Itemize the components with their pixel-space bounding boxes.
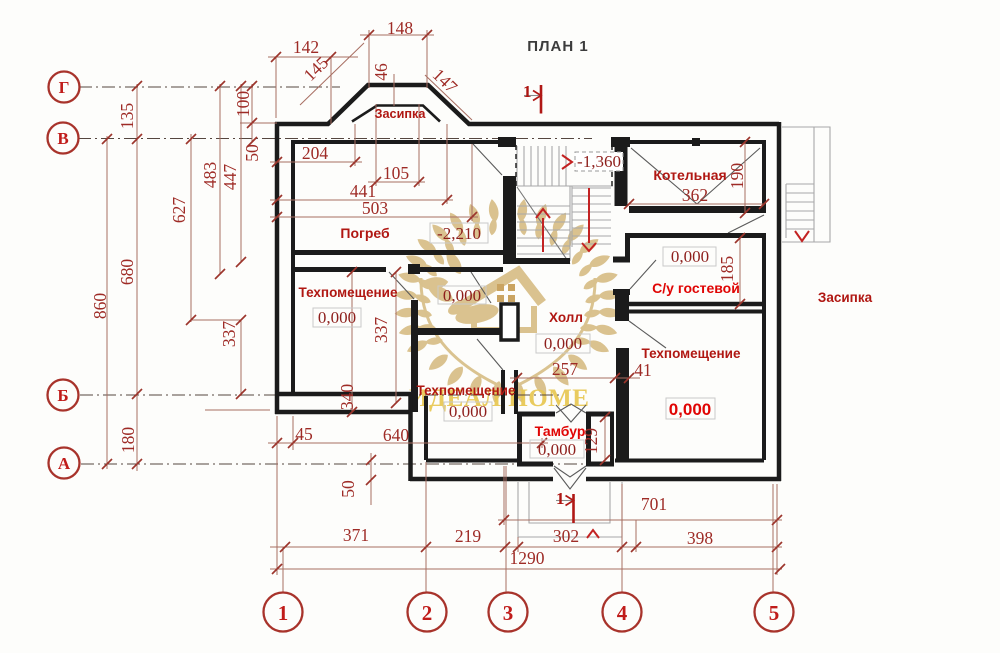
svg-text:Г: Г: [59, 78, 70, 97]
svg-text:0,000: 0,000: [671, 247, 709, 266]
svg-text:185: 185: [717, 256, 737, 283]
svg-text:860: 860: [90, 293, 110, 320]
svg-text:В: В: [57, 129, 68, 148]
svg-text:0,000: 0,000: [318, 308, 356, 327]
svg-text:337: 337: [219, 321, 239, 348]
svg-text:Котельная: Котельная: [653, 167, 726, 183]
svg-text:Техпомещение: Техпомещение: [417, 383, 516, 398]
svg-text:129: 129: [581, 428, 601, 455]
svg-text:701: 701: [641, 494, 667, 514]
svg-text:135: 135: [117, 103, 137, 130]
svg-text:Погреб: Погреб: [340, 225, 390, 241]
svg-text:Тамбур: Тамбур: [535, 423, 586, 439]
svg-text:2: 2: [422, 601, 433, 625]
svg-text:100: 100: [233, 91, 253, 118]
svg-text:Засипка: Засипка: [818, 290, 873, 305]
svg-text:142: 142: [293, 37, 319, 57]
svg-text:А: А: [58, 454, 71, 473]
svg-text:0,000: 0,000: [538, 440, 576, 459]
svg-text:219: 219: [455, 526, 482, 546]
svg-text:ПЛАН 1: ПЛАН 1: [527, 38, 588, 55]
svg-text:1: 1: [556, 489, 565, 508]
svg-text:-2,210: -2,210: [437, 224, 481, 243]
svg-text:0,000: 0,000: [449, 402, 487, 421]
svg-text:50: 50: [338, 480, 358, 498]
svg-text:503: 503: [362, 198, 389, 218]
svg-text:Холл: Холл: [549, 310, 583, 325]
svg-text:Техпомещение: Техпомещение: [299, 285, 398, 300]
svg-text:-1,360: -1,360: [577, 152, 621, 171]
svg-text:Техпомещение: Техпомещение: [642, 346, 741, 361]
svg-text:0,000: 0,000: [669, 400, 712, 419]
svg-text:148: 148: [387, 18, 414, 38]
svg-text:447: 447: [220, 164, 240, 191]
svg-text:46: 46: [371, 63, 391, 81]
svg-text:3: 3: [503, 601, 514, 625]
svg-text:302: 302: [553, 526, 579, 546]
svg-text:0,000: 0,000: [443, 286, 481, 305]
svg-text:680: 680: [117, 259, 137, 286]
svg-text:640: 640: [383, 425, 410, 445]
svg-text:0,000: 0,000: [544, 334, 582, 353]
svg-text:5: 5: [769, 601, 780, 625]
svg-text:190: 190: [727, 163, 747, 190]
svg-text:1: 1: [278, 601, 289, 625]
svg-text:1: 1: [523, 82, 532, 101]
svg-text:627: 627: [169, 197, 189, 224]
svg-text:441: 441: [350, 181, 376, 201]
svg-text:398: 398: [687, 528, 714, 548]
svg-text:4: 4: [617, 601, 628, 625]
svg-text:Б: Б: [57, 386, 68, 405]
svg-text:Засипка: Засипка: [375, 107, 427, 121]
svg-text:483: 483: [200, 162, 220, 189]
svg-text:50: 50: [242, 144, 262, 162]
svg-text:204: 204: [302, 143, 329, 163]
svg-text:362: 362: [682, 185, 708, 205]
svg-text:105: 105: [383, 163, 410, 183]
svg-text:180: 180: [118, 427, 138, 454]
svg-text:1290: 1290: [510, 548, 545, 568]
svg-text:45: 45: [295, 424, 313, 444]
svg-text:С/у гостевой: С/у гостевой: [652, 280, 740, 296]
svg-text:371: 371: [343, 525, 369, 545]
svg-text:340: 340: [337, 384, 357, 411]
svg-text:257: 257: [552, 359, 579, 379]
svg-text:41: 41: [634, 360, 652, 380]
svg-text:337: 337: [371, 317, 391, 344]
